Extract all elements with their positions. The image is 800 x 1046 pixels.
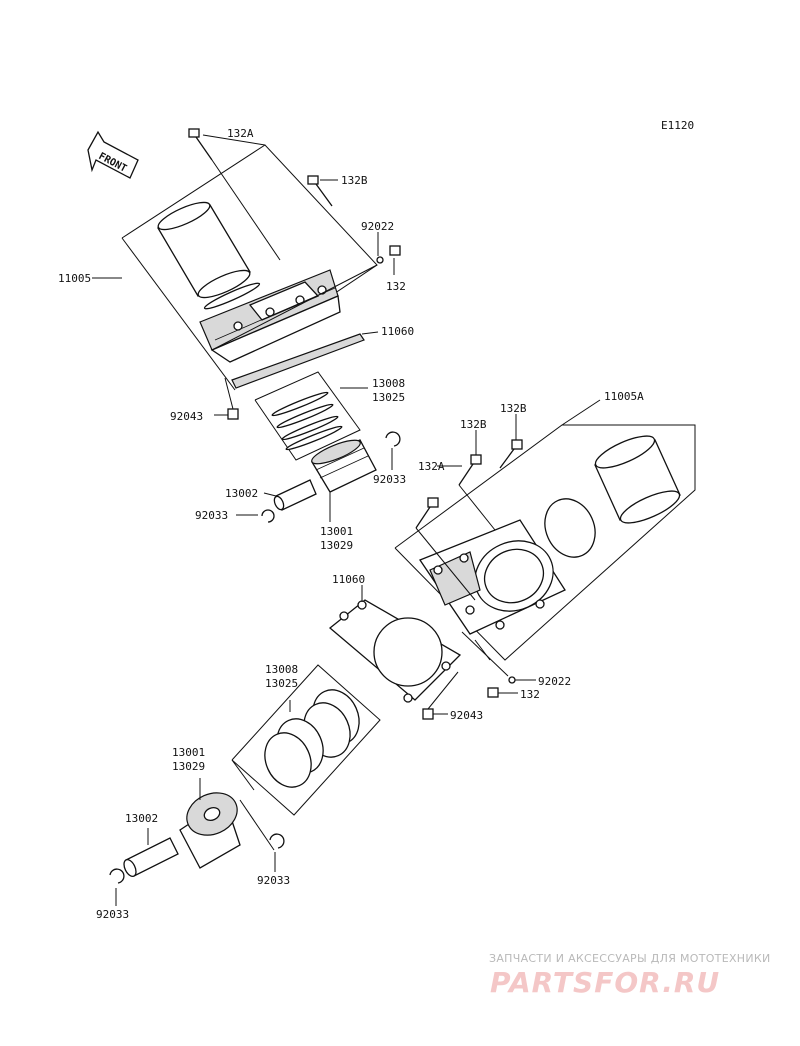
label-92033-top-right: 92033 [373,473,406,486]
label-13025-top: 13025 [372,391,405,404]
bolt-132a-top [188,128,266,161]
bolt-132b-mid [499,439,523,469]
cylinder-sleeve-front [594,435,681,524]
gasket-11060-top [231,331,379,389]
label-11005a: 11005A [604,390,644,403]
label-11005: 11005 [58,272,91,285]
bolt-132a-mid [415,497,439,529]
cylinder-block-rear [199,269,341,363]
label-132b-mid2: 132B [460,418,487,431]
gasket-11060-mid [328,599,462,703]
dowel-92043-top [227,408,239,420]
label-13001-bottom: 13001 [172,746,205,759]
bolt-132-mid [487,687,499,698]
diagram-code: E1120 [661,119,694,132]
label-132-top: 132 [386,280,406,293]
cylinder-block-front [419,519,566,635]
label-13008-bottom: 13008 [265,663,298,676]
dowel-92043-mid [422,708,434,720]
label-11060-mid: 11060 [332,573,365,586]
label-13002-bottom: 13002 [125,812,158,825]
circlip-92033-top-right [385,431,401,447]
o-ring-front [544,498,596,558]
label-132a-top: 132A [227,127,254,140]
label-13029-top: 13029 [320,539,353,552]
label-13008-top: 13008 [372,377,405,390]
label-92022-mid: 92022 [538,675,571,688]
label-132b-mid: 132B [500,402,527,415]
piston-pin-13002-bottom [123,837,179,878]
label-132a-mid: 132A [418,460,445,473]
front-arrow-icon: FRONT [87,130,139,179]
bolt-132-top [389,245,401,256]
label-132-mid: 132 [520,688,540,701]
washer-92022-top [376,256,384,264]
washer-92022-mid [508,676,516,684]
label-13001-top: 13001 [320,525,353,538]
circlip-92033-top-left [261,509,275,523]
cylinder-sleeve-rear [157,201,251,299]
circlip-92033-bottom-right [269,833,285,849]
label-92043-top: 92043 [170,410,203,423]
label-92033-top-left: 92033 [195,509,228,522]
bolt-132b-top [307,175,338,207]
piston-rings-top [271,391,343,451]
label-132b-top: 132B [341,174,368,187]
label-13002-top: 13002 [225,487,258,500]
label-92043-mid: 92043 [450,709,483,722]
watermark: ЗАПЧАСТИ И АКСЕССУАРЫ ДЛЯ МОТОТЕХНИКИ PA… [489,952,771,999]
part-labels: 132A 132B 92022 132 11005 11060 13008 13… [58,127,644,921]
piston-bottom [179,792,241,869]
bolt-132b-mid2 [458,454,482,486]
watermark-tagline: ЗАПЧАСТИ И АКСЕССУАРЫ ДЛЯ МОТОТЕХНИКИ [489,952,771,965]
piston-top [311,439,377,493]
label-92033-bottom-left: 92033 [96,908,129,921]
watermark-brand: PARTSFOR.RU [490,966,720,999]
piston-pin-13002-top [263,479,317,511]
label-11060-top: 11060 [381,325,414,338]
label-92022-top: 92022 [361,220,394,233]
piston-rings-bottom [264,689,360,788]
label-13025-bottom: 13025 [265,677,298,690]
label-92033-bottom-right: 92033 [257,874,290,887]
circlip-92033-bottom-left [109,868,125,884]
label-13029-bottom: 13029 [172,760,205,773]
